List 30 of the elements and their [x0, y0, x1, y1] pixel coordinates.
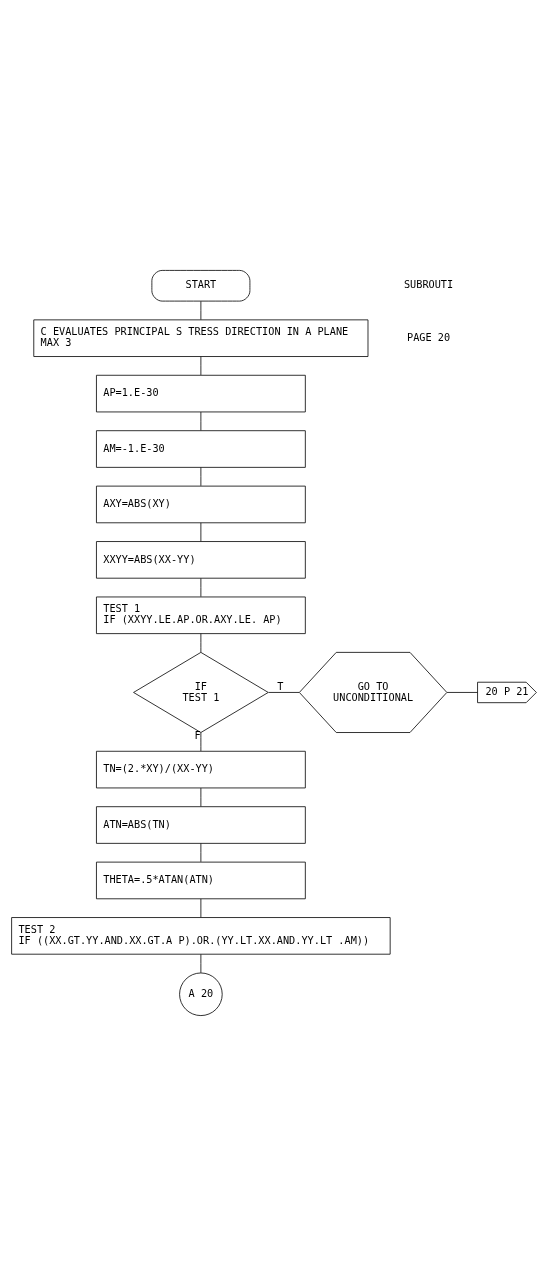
connector [200, 356, 202, 376]
node-box: AP=1.E-30 [96, 374, 306, 413]
node-circle: A 20 [179, 972, 223, 1016]
node-box: TEST 1 IF (XXYY.LE.AP.OR.AXY.LE. AP) [96, 596, 306, 635]
node-box: START [151, 270, 251, 302]
connector [200, 787, 202, 807]
node-box: THETA=.5*ATAN(ATN) [96, 861, 306, 900]
connector [200, 898, 202, 918]
node-box: TEST 2 IF ((XX.GT.YY.AND.XX.GT.A P).OR.(YY.LT.XX.AND.YY.LT .AM)) [11, 917, 391, 955]
connector [200, 411, 202, 431]
connector [200, 732, 202, 752]
connector [200, 467, 202, 487]
connector [446, 692, 478, 693]
label: SUBROUTI [403, 279, 454, 291]
connector [200, 577, 202, 598]
edge-label: F [194, 730, 201, 742]
connector [200, 953, 202, 974]
node-box: ATN=ABS(TN) [96, 806, 306, 844]
node-box: TN=(2.*XY)/(XX-YY) [96, 750, 306, 789]
label: PAGE 20 [407, 331, 451, 343]
node-box: AXY=ABS(XY) [96, 485, 306, 524]
connector [200, 522, 202, 542]
connector [200, 300, 202, 321]
connector [200, 843, 202, 863]
node-box: XXYY=ABS(XX-YY) [96, 541, 306, 579]
node-box: AM=-1.E-30 [96, 430, 306, 468]
connector [268, 692, 300, 693]
node-box: C EVALUATES PRINCIPAL S TRESS DIRECTION IN A PLANE MAX 3 [33, 319, 369, 357]
edge-label: T [277, 680, 284, 692]
connector [200, 633, 202, 653]
